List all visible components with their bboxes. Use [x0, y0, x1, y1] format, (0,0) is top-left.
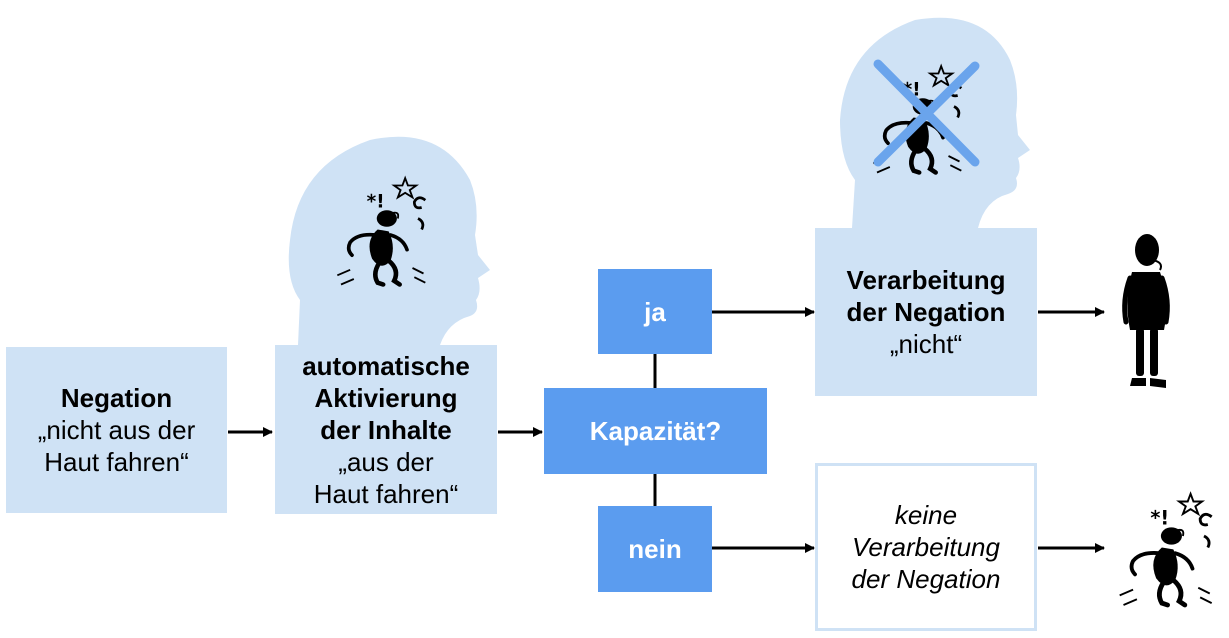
- no-processing-line: der Negation: [851, 564, 1001, 594]
- no-processing-box: keine Verarbeitung der Negation: [815, 463, 1037, 631]
- activation-box: automatische Aktivierung der Inhalte „au…: [275, 345, 497, 514]
- activation-example-line: Haut fahren“: [313, 478, 459, 509]
- activation-example-line: „aus der: [338, 446, 434, 477]
- yes-label: ja: [644, 296, 666, 327]
- activation-title-line: der Inhalte: [320, 414, 452, 445]
- negation-example-line: „nicht aus der: [37, 415, 196, 445]
- startled-figure-icon: [1120, 494, 1212, 605]
- capacity-label: Kapazität?: [589, 416, 722, 446]
- calm-standing-figure-icon: [1122, 234, 1170, 388]
- negation-title: Negation: [60, 383, 173, 413]
- negation-box: Negation „nicht aus der Haut fahren“: [6, 347, 227, 513]
- yes-box: ja: [598, 269, 712, 354]
- processing-example-line: „nicht“: [889, 329, 963, 359]
- processing-box: Verarbeitung der Negation „nicht“: [815, 228, 1037, 396]
- activation-title-line: Aktivierung: [314, 382, 458, 413]
- capacity-box: Kapazität?: [544, 388, 767, 474]
- no-box: nein: [598, 506, 712, 592]
- cross-out-icon: [873, 59, 980, 167]
- processing-title-line: Verarbeitung: [846, 265, 1006, 295]
- negation-example-line: Haut fahren“: [44, 447, 189, 477]
- no-processing-line: keine: [894, 500, 958, 530]
- activation-title-line: automatische: [302, 350, 470, 381]
- no-processing-line: Verarbeitung: [852, 532, 1000, 562]
- no-label: nein: [628, 534, 682, 564]
- processing-title-line: der Negation: [846, 297, 1006, 327]
